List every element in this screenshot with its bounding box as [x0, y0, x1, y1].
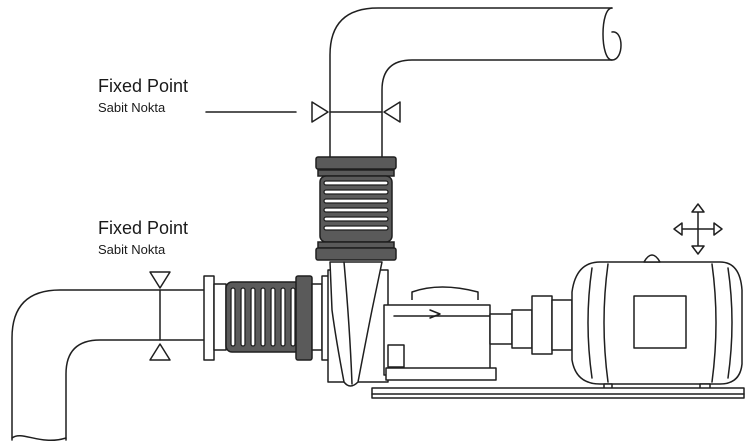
top-vertical-pipe [329, 7, 622, 161]
fixed-point-top-subtitle: Sabit Nokta [98, 100, 166, 115]
vertical-bellows-joint [315, 156, 397, 261]
fixed-point-bottom-triangle-icon [149, 343, 171, 361]
fixed-point-left-triangle-icon [311, 101, 329, 123]
horizontal-bellows-joint [203, 275, 331, 361]
fixed-point-top-marker [205, 101, 401, 123]
fixed-point-right-triangle-icon [383, 101, 401, 123]
fixed-point-left-title: Fixed Point [98, 218, 189, 238]
fixed-point-top-title: Fixed Point [98, 76, 189, 96]
fixed-point-left-marker [149, 271, 171, 361]
fixed-point-top-triangle-icon [149, 271, 171, 289]
shaft-coupling [489, 295, 573, 355]
pump-casing [327, 261, 497, 387]
base-plate [371, 387, 745, 399]
left-horizontal-pipe [11, 289, 205, 442]
electric-motor [571, 254, 743, 397]
fixed-point-left-subtitle: Sabit Nokta [98, 242, 166, 257]
four-way-arrow-icon [673, 203, 723, 255]
